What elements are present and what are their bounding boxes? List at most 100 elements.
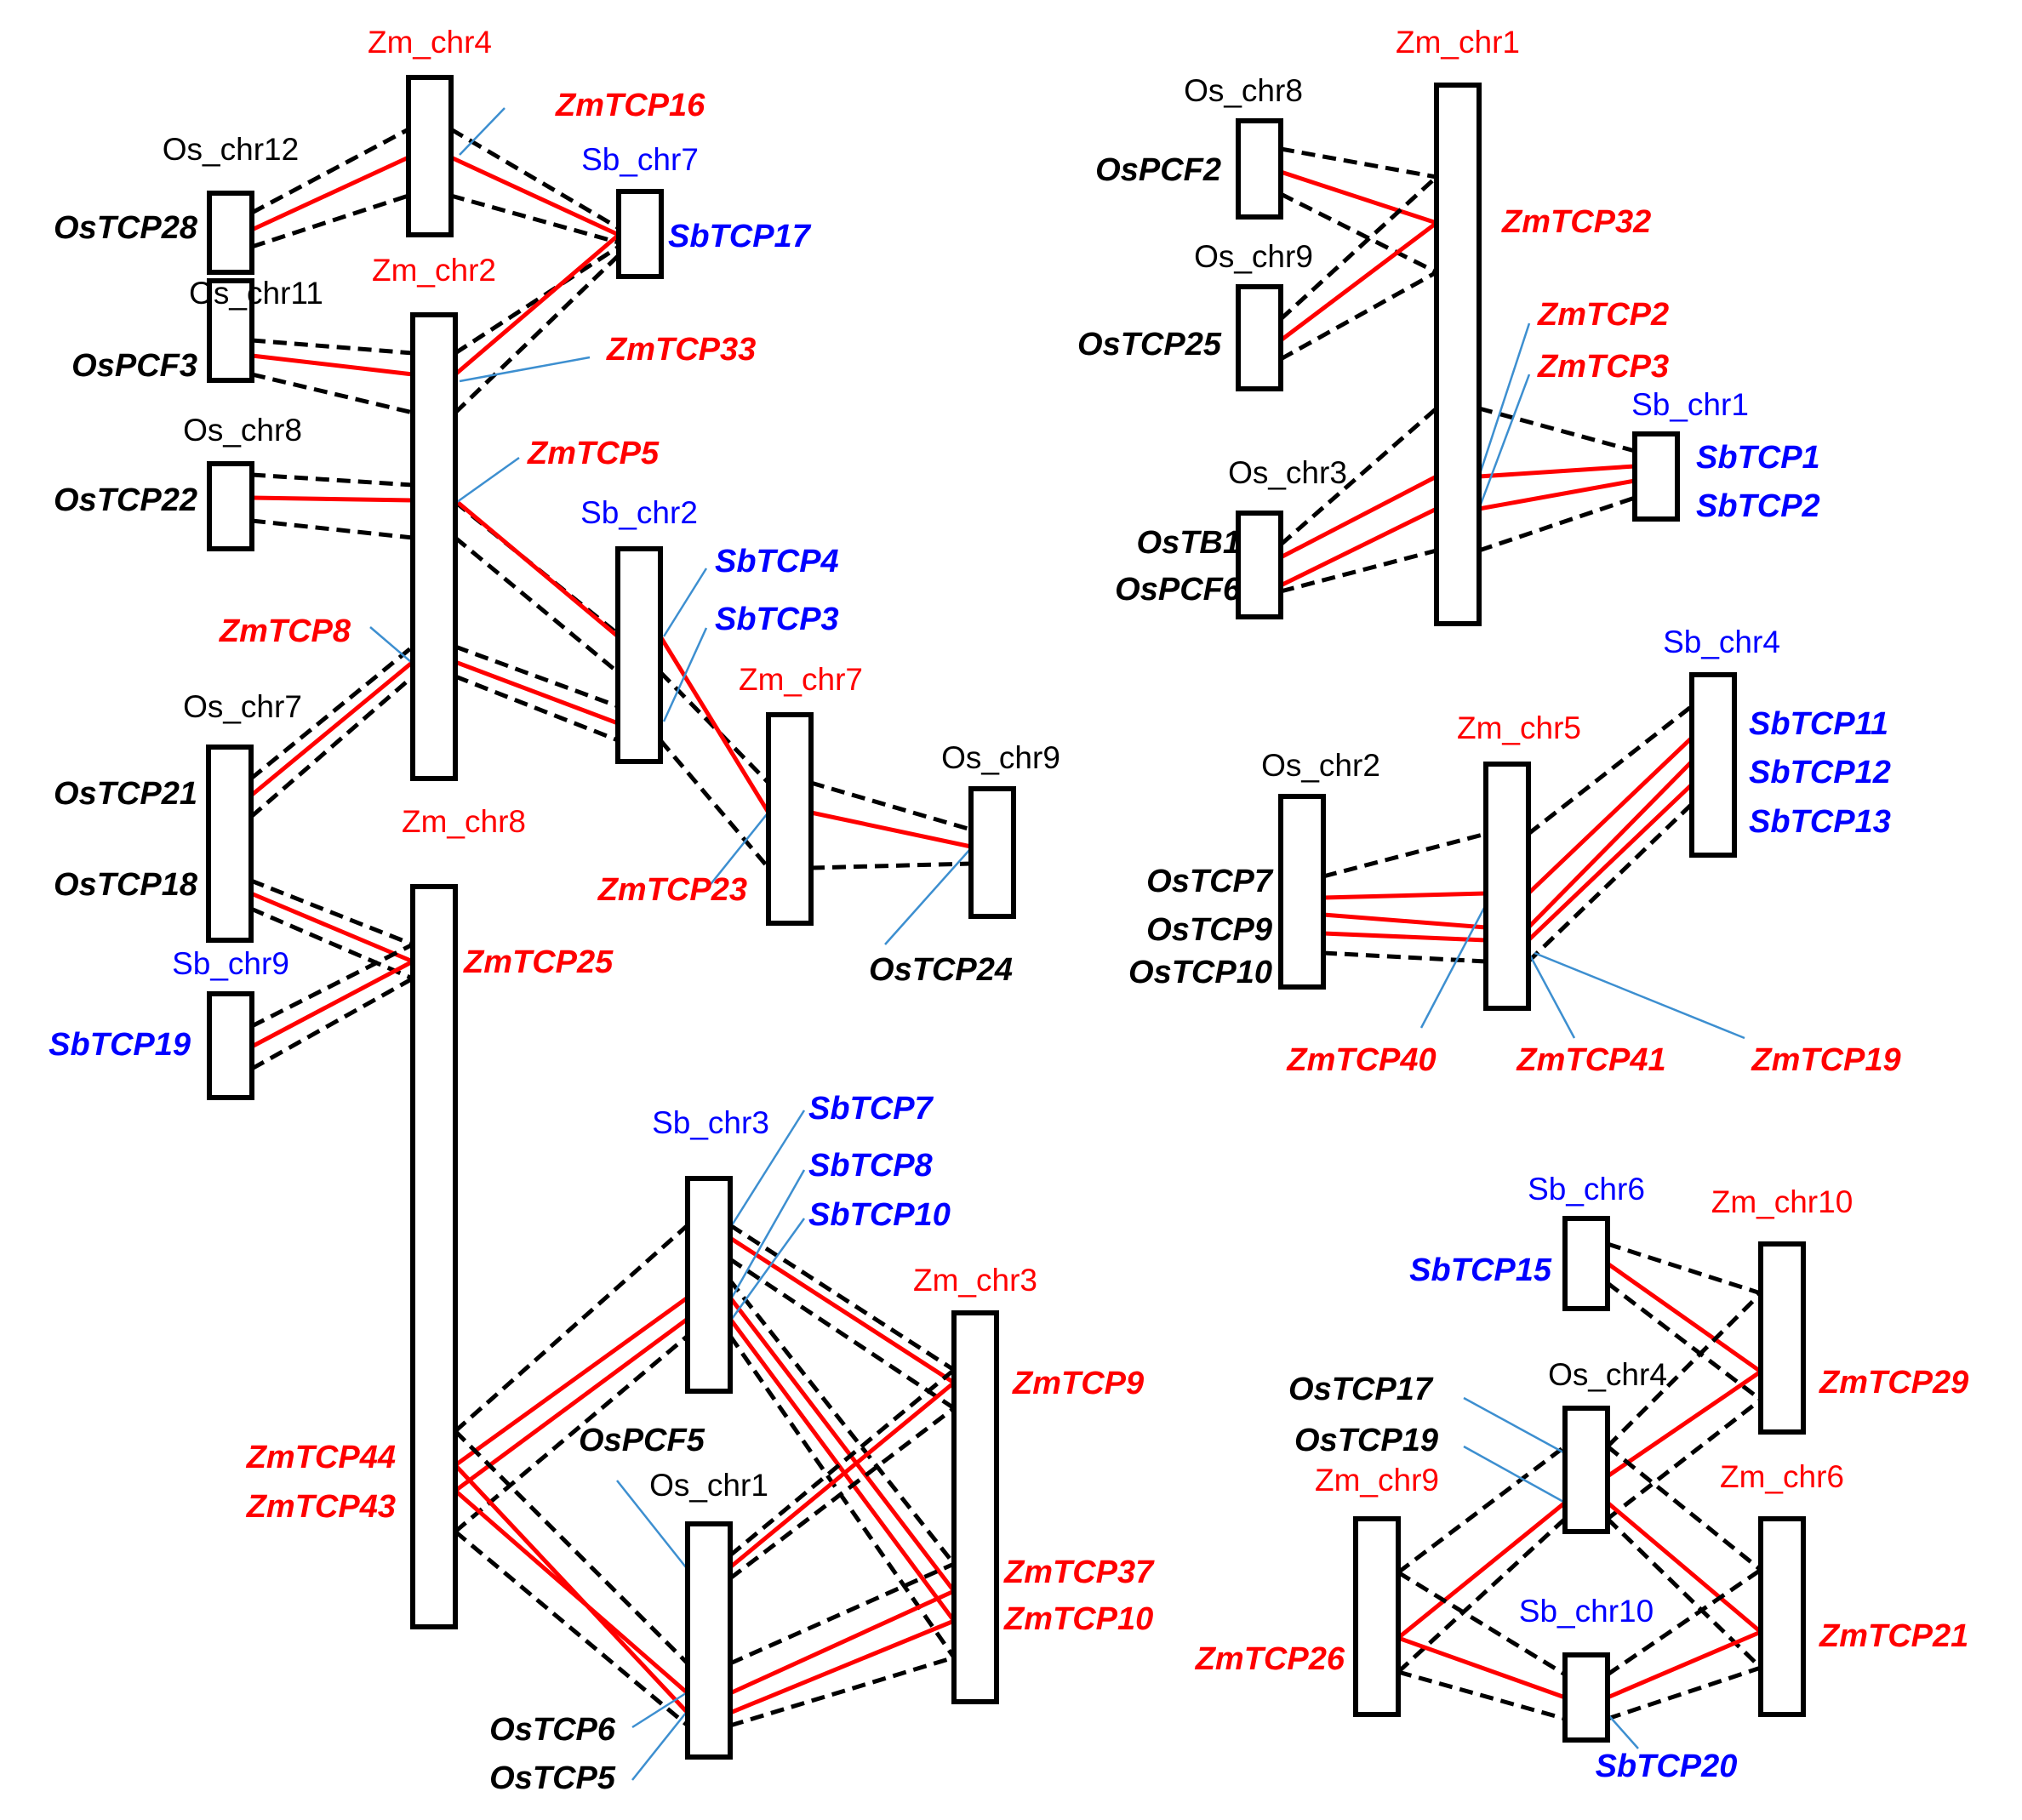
chromosome-sb-chr3 (685, 1176, 733, 1394)
gene-label: OsTCP21 (54, 776, 197, 812)
gene-pair-link (1527, 736, 1694, 895)
block-boundary-link (1606, 1281, 1762, 1401)
leader-line (1477, 374, 1531, 510)
gene-label: SbTCP7 (808, 1091, 934, 1127)
chromosome-outline (206, 745, 254, 943)
chromosome-label: Zm_chr1 (1396, 25, 1520, 60)
block-boundary-link (1322, 950, 1487, 964)
block-boundary-link (1279, 407, 1438, 546)
gene-pair-link (1280, 169, 1437, 225)
gene-label: OsTCP24 (869, 952, 1013, 988)
chromosome-os-chr7 (206, 745, 254, 943)
gene-pair-link (1397, 1635, 1566, 1700)
gene-label: ZmTCP44 (246, 1440, 396, 1475)
chromosome-outline (410, 312, 458, 781)
block-boundary-link (728, 1257, 956, 1411)
chromosome-label: Os_chr3 (1228, 455, 1347, 490)
block-boundary-link (1279, 191, 1438, 275)
chromosome-label: Os_chr7 (183, 689, 302, 724)
leader-line (1534, 951, 1745, 1040)
gene-label: ZmTCP8 (219, 613, 351, 649)
block-boundary-link (249, 675, 414, 819)
gene-pair-link (1606, 1501, 1762, 1634)
chromosome-sb-chr9 (207, 991, 254, 1100)
chromosome-outline (1562, 1216, 1610, 1311)
chromosome-label: Zm_chr5 (1457, 710, 1581, 745)
gene-pair-link (250, 891, 414, 964)
block-boundary-link (450, 193, 620, 245)
block-boundary-link (454, 1530, 689, 1727)
gene-label: OsTCP17 (1288, 1372, 1434, 1407)
gene-label: OsPCF5 (579, 1423, 705, 1458)
gene-pair-link (810, 810, 972, 849)
leader-line (884, 848, 971, 945)
chromosome-os-chr12 (207, 191, 254, 275)
gene-label: ZmTCP10 (1003, 1601, 1153, 1637)
chromosome-outline (1562, 1652, 1610, 1743)
block-boundary-link (1606, 1445, 1762, 1572)
chromosomes (206, 75, 1806, 1760)
gene-pair-link (454, 1489, 689, 1695)
chromosome-outline (1632, 431, 1680, 522)
chromosome-outline (1562, 1406, 1610, 1534)
gene-pair-link (1322, 931, 1487, 943)
chromosome-zm-chr9 (1353, 1516, 1401, 1717)
chromosome-label: Zm_chr6 (1720, 1459, 1844, 1494)
gene-label: ZmTCP29 (1819, 1365, 1968, 1401)
block-boundary-link (1397, 1570, 1567, 1677)
chromosome-label: Zm_chr8 (402, 804, 526, 839)
chromosome-label: Zm_chr10 (1711, 1184, 1854, 1219)
gene-pair-link (728, 1296, 956, 1593)
gene-pair-link (1478, 478, 1636, 511)
chromosome-outline (207, 191, 254, 275)
block-boundary-link (1606, 1567, 1762, 1677)
block-boundary-link (1607, 1665, 1762, 1721)
gene-pair-link (454, 1316, 689, 1493)
chromosome-zm-chr10 (1758, 1241, 1806, 1435)
chromosome-os-chr4 (1562, 1406, 1610, 1534)
chromosome-label: Os_chr11 (189, 276, 323, 311)
gene-label: OsPCF6 (1115, 572, 1242, 608)
gene-label: SbTCP20 (1596, 1749, 1738, 1784)
block-boundary-link (1527, 705, 1694, 836)
chromosome-label: Os_chr8 (1184, 73, 1303, 108)
chromosome-label: Os_chr4 (1548, 1357, 1667, 1392)
gene-pair-link (1478, 464, 1636, 479)
block-boundary-link (729, 1655, 955, 1728)
block-boundary-link (728, 1334, 957, 1659)
block-boundary-link (454, 674, 619, 743)
gene-pair-link (250, 959, 414, 1049)
gene-label: SbTCP15 (1409, 1252, 1552, 1288)
chromosome-sb-chr7 (616, 189, 664, 279)
chromosome-sb-chr6 (1562, 1216, 1610, 1311)
chromosome-sb-chr10 (1562, 1652, 1610, 1743)
gene-pair-link (1397, 1501, 1567, 1640)
gene-pair-link (1279, 474, 1438, 560)
block-boundary-link (454, 1224, 689, 1433)
block-boundary-link (1322, 831, 1487, 879)
gene-label: ZmTCP21 (1819, 1618, 1968, 1654)
gene-pair-link (728, 1381, 956, 1569)
gene-label: SbTCP12 (1749, 755, 1891, 790)
chromosome-label: Os_chr9 (1194, 239, 1313, 274)
chromosome-label: Zm_chr7 (739, 662, 863, 697)
block-boundary-link (250, 976, 414, 1071)
gene-pair-link (1606, 1369, 1762, 1479)
chromosome-os-chr3 (1236, 511, 1283, 619)
gene-pair-link (728, 1317, 957, 1623)
chromosome-label: Sb_chr10 (1519, 1594, 1654, 1629)
gene-label: ZmTCP5 (527, 436, 660, 471)
block-boundary-link (454, 536, 620, 674)
block-boundary-link (1280, 548, 1437, 594)
chromosome-sb-chr2 (615, 546, 663, 764)
chromosome-label: Os_chr12 (163, 132, 299, 167)
chromosome-label: Zm_chr9 (1315, 1463, 1439, 1498)
block-boundary-link (1606, 1292, 1762, 1448)
gene-pair-link (1527, 783, 1694, 942)
gene-pair-link (1279, 221, 1438, 342)
leader-line (616, 1480, 687, 1568)
block-boundary-link (251, 472, 414, 488)
chromosome-outline (1434, 83, 1482, 626)
leader-line (1463, 1445, 1566, 1504)
gene-label: SbTCP8 (808, 1148, 934, 1184)
